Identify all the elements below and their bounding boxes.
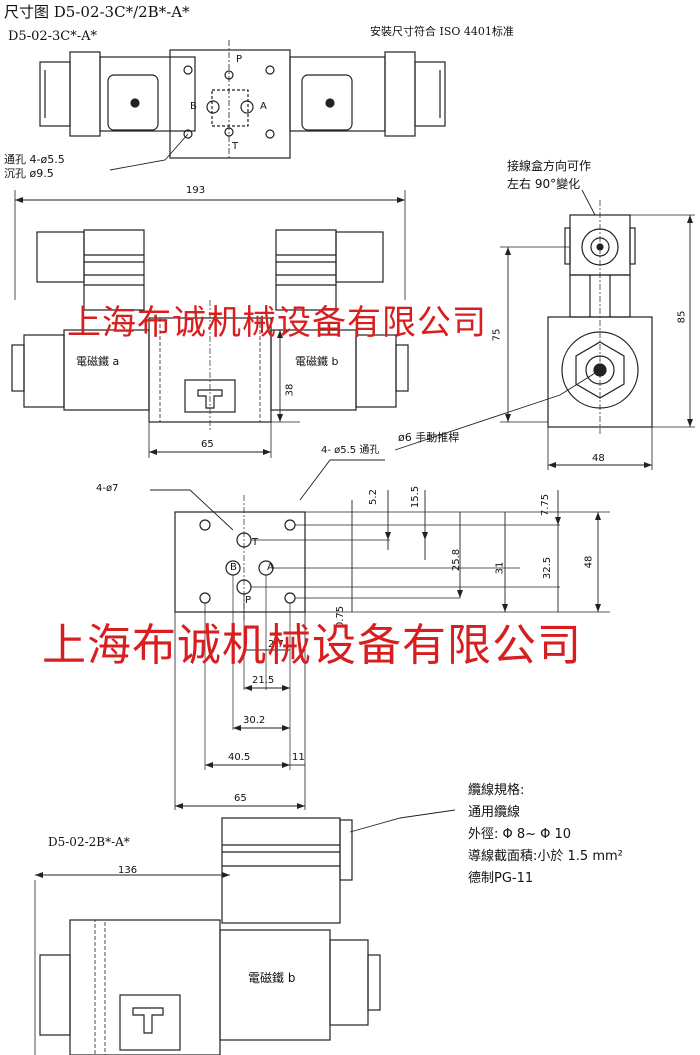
lower-coil-b-label: 電磁鐵 b xyxy=(248,971,296,985)
dim-48-side: 48 xyxy=(592,453,605,464)
hole-note: 4- ø5.5 通孔 xyxy=(321,445,380,456)
watermark-lower: 上海布诚机械设备有限公司 xyxy=(42,620,582,671)
dim-136: 136 xyxy=(118,865,138,876)
dim-25-8: 25.8 xyxy=(451,548,463,572)
port-label-b: B xyxy=(190,101,197,112)
dim-7-75: 7.75 xyxy=(540,493,552,517)
mounting-face xyxy=(150,489,610,810)
dim-15-5: 15.5 xyxy=(410,485,422,509)
rotation-note-1: 接線盒方向可作 xyxy=(507,159,592,173)
dim-2-7: 2.7 xyxy=(268,639,284,650)
port-label-a: A xyxy=(260,101,267,112)
cable-spec-line3: 導線截面積:小於 1.5 mm² xyxy=(468,849,623,864)
mf-port-b: B xyxy=(230,562,237,573)
bolt-hole-note: 4-ø7 xyxy=(96,483,119,494)
mf-port-t: T xyxy=(252,537,259,548)
hole-callout-counterbore: 沉孔 ø9.5 xyxy=(4,167,54,180)
lower-view xyxy=(34,817,381,1055)
cable-spec-line4: 德制PG-11 xyxy=(468,871,534,886)
mf-port-a: A xyxy=(267,562,274,573)
drawing-title: 尺寸图 D5-02-3C*/2B*-A* xyxy=(4,3,190,21)
drawing-subtitle: D5-02-3C*-A* xyxy=(8,29,98,44)
dim-31: 31 xyxy=(494,561,506,575)
coil-a-label: 電磁鐵 a xyxy=(76,355,120,368)
cable-spec-title: 纜線規格: xyxy=(468,783,525,798)
front-view xyxy=(11,229,409,458)
dim-65-face: 65 xyxy=(234,793,247,804)
cable-spec-line2: 外徑: Φ 8~ Φ 10 xyxy=(468,827,572,842)
rotation-note-2: 左右 90°變化 xyxy=(507,177,581,191)
dim-32-5: 32.5 xyxy=(542,556,554,580)
standard-note: 安裝尺寸符合 ISO 4401标准 xyxy=(370,25,514,38)
port-label-p: P xyxy=(236,54,243,65)
dim-5-2: 5.2 xyxy=(367,489,379,505)
dim-21-5: 21.5 xyxy=(252,675,275,686)
dim-38: 38 xyxy=(284,383,296,397)
dim-65-front: 65 xyxy=(201,439,214,450)
watermark-upper: 上海布诚机械设备有限公司 xyxy=(67,303,487,343)
dim-11: 11 xyxy=(292,752,305,763)
mf-port-p: P xyxy=(245,595,252,606)
cable-spec-line1: 通用纜線 xyxy=(468,805,521,820)
dim-40-5: 40.5 xyxy=(228,752,251,763)
dim-48-face: 48 xyxy=(583,555,595,569)
hole-callout-through: 通孔 4-ø5.5 xyxy=(4,153,65,166)
port-label-t: T xyxy=(232,141,239,152)
dim-193: 193 xyxy=(186,185,206,196)
lower-model-label: D5-02-2B*-A* xyxy=(48,835,130,849)
dim-30-2: 30.2 xyxy=(243,715,266,726)
top-view xyxy=(39,40,446,171)
dim-85: 85 xyxy=(676,310,688,324)
dim-75: 75 xyxy=(491,328,503,342)
side-view xyxy=(500,189,695,470)
manual-pin-note: ø6 手動推桿 xyxy=(398,431,460,444)
coil-b-label: 電磁鐵 b xyxy=(295,355,339,368)
